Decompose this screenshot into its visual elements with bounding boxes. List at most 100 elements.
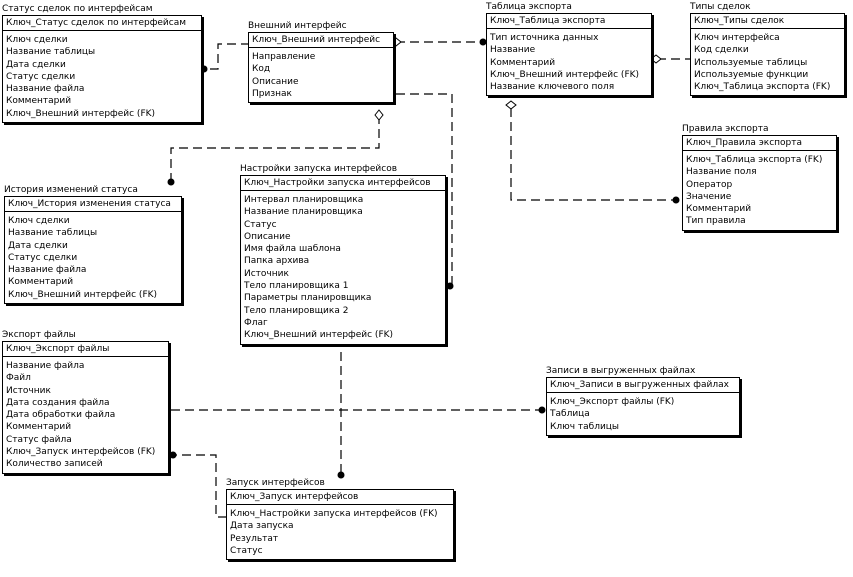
entity-title: Записи в выгруженных файлах (546, 366, 696, 376)
entity-primary-key: Ключ_Статус сделок по интерфейсам (3, 16, 201, 31)
rel-end-dot (672, 196, 680, 204)
entity-attribute: Признак (252, 88, 292, 99)
rel-end-dot (337, 471, 345, 479)
rel-end-diamond (505, 100, 517, 110)
entity-primary-key: Ключ_Записи в выгруженных файлах (547, 378, 739, 393)
entity-attribute: Комментарий (490, 57, 556, 68)
rel-end-diamond (374, 109, 384, 121)
entity-title: Типы сделок (690, 2, 751, 12)
entity-attribute: Дата сделки (6, 59, 66, 70)
entity-attribute: Название файла (6, 84, 85, 95)
entity-attribute: Ключ_Внешний интерфейс (FK) (8, 289, 158, 300)
entity-attributes: Ключ_Настройки запуска интерфейсов (FK) Д… (227, 505, 453, 559)
entity-attribute: Статус (230, 545, 263, 556)
entity-attribute: Название планировщика (244, 207, 363, 218)
rel-vneshniy-istoriya (170, 115, 380, 182)
entity-primary-key: Ключ_Типы сделок (691, 14, 844, 29)
entity-attribute: Ключ таблицы (550, 421, 620, 432)
entity-attribute: Ключ интерфейса (694, 33, 780, 43)
entity-attribute: Тип источника данных (490, 33, 599, 43)
entity-attribute: Статус (244, 219, 277, 230)
entity-attribute: Результат (230, 533, 279, 544)
entity-title: Внешний интерфейс (248, 21, 347, 31)
entity-attribute: Дата сделки (8, 240, 68, 251)
rel-end-dot (167, 178, 175, 186)
entity-attribute: Дата создания файла (6, 397, 110, 408)
entity-attribute: Дата обработки файла (6, 410, 116, 421)
entity-attribute: Ключ_Внешний интерфейс (FK) (244, 330, 394, 341)
entity-attribute: Оператор (686, 179, 733, 190)
entity-attribute: Ключ_Таблица экспорта (FK) (686, 155, 823, 165)
entity-title: История изменений статуса (4, 185, 138, 195)
rel-end-dot (446, 282, 454, 290)
entity-title: Таблица экспорта (486, 2, 572, 12)
entity-primary-key: Ключ_Настройки запуска интерфейсов (241, 176, 445, 191)
entity-attribute: Название таблицы (8, 228, 98, 239)
rel-end-dot (538, 406, 546, 414)
entity-title: Экспорт файлы (2, 330, 76, 340)
entity-attribute: Название (490, 45, 536, 56)
rel-vneshniy-nastroyki (396, 93, 453, 287)
rel-zapusk-eksport (173, 454, 227, 518)
entity-title: Настройки запуска интерфейсов (240, 164, 398, 174)
entity-attribute: Название ключевого поля (490, 82, 615, 93)
rel-end-dot (200, 65, 208, 73)
rel-vneshniy-status (204, 43, 250, 70)
entity-attribute: Ключ_Внешний интерфейс (FK) (490, 69, 640, 80)
entity-attribute: Имя файла шаблона (244, 244, 341, 255)
entity-attribute: Интервал планировщика (244, 195, 364, 205)
entity-attribute: Ключ_Запуск интерфейсов (FK) (6, 447, 156, 458)
entity-primary-key: Ключ_Таблица экспорта (487, 14, 651, 29)
entity-attribute: Описание (244, 231, 291, 242)
rel-end-dot (169, 451, 177, 459)
entity-attribute: Комментарий (8, 277, 74, 288)
entity-title: Запуск интерфейсов (226, 478, 325, 488)
entity-attribute: Название таблицы (6, 47, 96, 58)
entity-attribute: Папка архива (244, 256, 310, 267)
entity-attribute: Код сделки (694, 45, 749, 56)
entity-primary-key: Ключ_Экспорт файлы (3, 342, 168, 357)
entity-attribute: Источник (6, 385, 51, 396)
entity-attribute: Тело планировщика 2 (244, 305, 349, 316)
entity-attribute: Тип правила (686, 216, 746, 227)
entity-attribute: Файл (6, 373, 31, 384)
entity-attribute: Комментарий (6, 422, 72, 433)
entity-attribute: Дата запуска (230, 521, 294, 532)
entity-attribute: Комментарий (686, 204, 752, 215)
entity-title: Статус сделок по интерфейсам (2, 4, 153, 14)
entity-title: Правила экспорта (682, 124, 769, 134)
entity-primary-key: Ключ_Внешний интерфейс (249, 33, 393, 48)
entity-attribute: Тело планировщика 1 (244, 281, 349, 292)
entity-attribute: Ключ сделки (6, 35, 68, 45)
entity-attribute: Используемые функции (694, 69, 809, 80)
entity-attribute: Название поля (686, 167, 757, 178)
entity-attribute: Название файла (6, 361, 85, 371)
rel-end-diamond (650, 54, 662, 64)
entity-attribute: Параметры планировщика (244, 293, 372, 304)
entity-attribute: Комментарий (6, 96, 72, 107)
rel-tablitsa-pravila (510, 108, 676, 201)
entity-primary-key: Ключ_Запуск интерфейсов (227, 490, 453, 505)
entity-attribute: Направление (252, 52, 316, 62)
entity-attribute: Код (252, 64, 271, 75)
entity-attribute: Источник (244, 268, 289, 279)
entity-attribute: Описание (252, 76, 299, 87)
entity-attribute: Ключ_Внешний интерфейс (FK) (6, 108, 156, 119)
entity-attribute: Название файла (8, 265, 87, 276)
entity-attribute: Ключ_Настройки запуска интерфейсов (FK) (230, 509, 438, 519)
entity-attribute: Ключ_Экспорт файлы (FK) (550, 397, 675, 407)
entity-attribute: Таблица (550, 409, 590, 420)
entity-attribute: Статус файла (6, 434, 72, 445)
entity-attribute: Количество записей (6, 459, 103, 470)
entity-attribute: Флаг (244, 317, 268, 328)
entity-primary-key: Ключ_История изменения статуса (5, 197, 181, 212)
entity-attribute: Статус сделки (6, 71, 76, 82)
rel-end-dot (479, 38, 487, 46)
